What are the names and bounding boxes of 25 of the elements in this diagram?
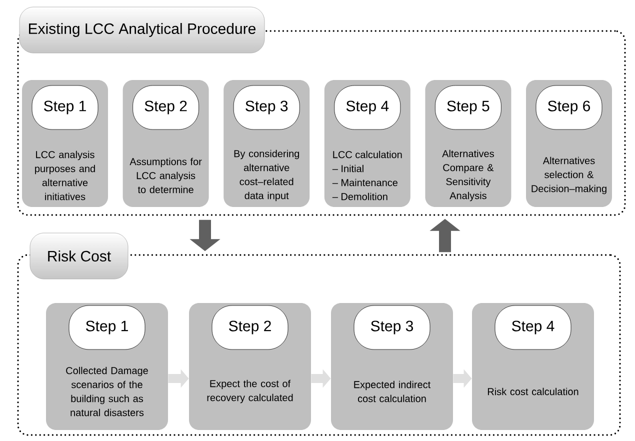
step-badge: Step 3 xyxy=(354,305,430,350)
step-badge: Step 1 xyxy=(32,85,98,130)
step-badge: Step 5 xyxy=(435,85,502,130)
node-label: – Maintenance xyxy=(332,178,398,186)
step-description: Assumptions for LCC analysis to determine xyxy=(130,158,202,194)
step-badge: Step 3 xyxy=(233,85,300,130)
title-tab: Risk Cost xyxy=(30,232,128,280)
step-description: Alternatives selection & Decision–making xyxy=(532,156,606,194)
step-badge: Step 1 xyxy=(68,305,146,350)
title-tab: Existing LCC Analytical Procedure xyxy=(19,6,265,54)
step-description: LCC analysis purposes and alternative initiatives xyxy=(35,150,95,200)
step-description: Expect the cost of recovery calculated xyxy=(207,380,293,404)
step-badge: Step 2 xyxy=(132,85,199,130)
step-description: Expected indirect cost calculation xyxy=(354,380,431,402)
step-description: LCC calculation – Initial – Maintenance – Demolition xyxy=(332,150,402,200)
step-badge: Step 2 xyxy=(212,305,288,350)
step-description: Risk cost calculation xyxy=(488,388,578,396)
step-badge: Step 4 xyxy=(494,305,572,350)
node-label: – Initial xyxy=(332,164,364,172)
node-label: – Demolition xyxy=(332,192,388,200)
step-badge: Step 4 xyxy=(334,85,401,130)
step-description: By considering alternative cost–related data input xyxy=(234,150,300,202)
step-description: Collected Damage scenarios of the building such as natural disasters xyxy=(66,366,148,416)
node-label: LCC calculation xyxy=(333,150,402,158)
step-description: Alternatives Compare & Sensitivity Analysis xyxy=(442,150,494,202)
